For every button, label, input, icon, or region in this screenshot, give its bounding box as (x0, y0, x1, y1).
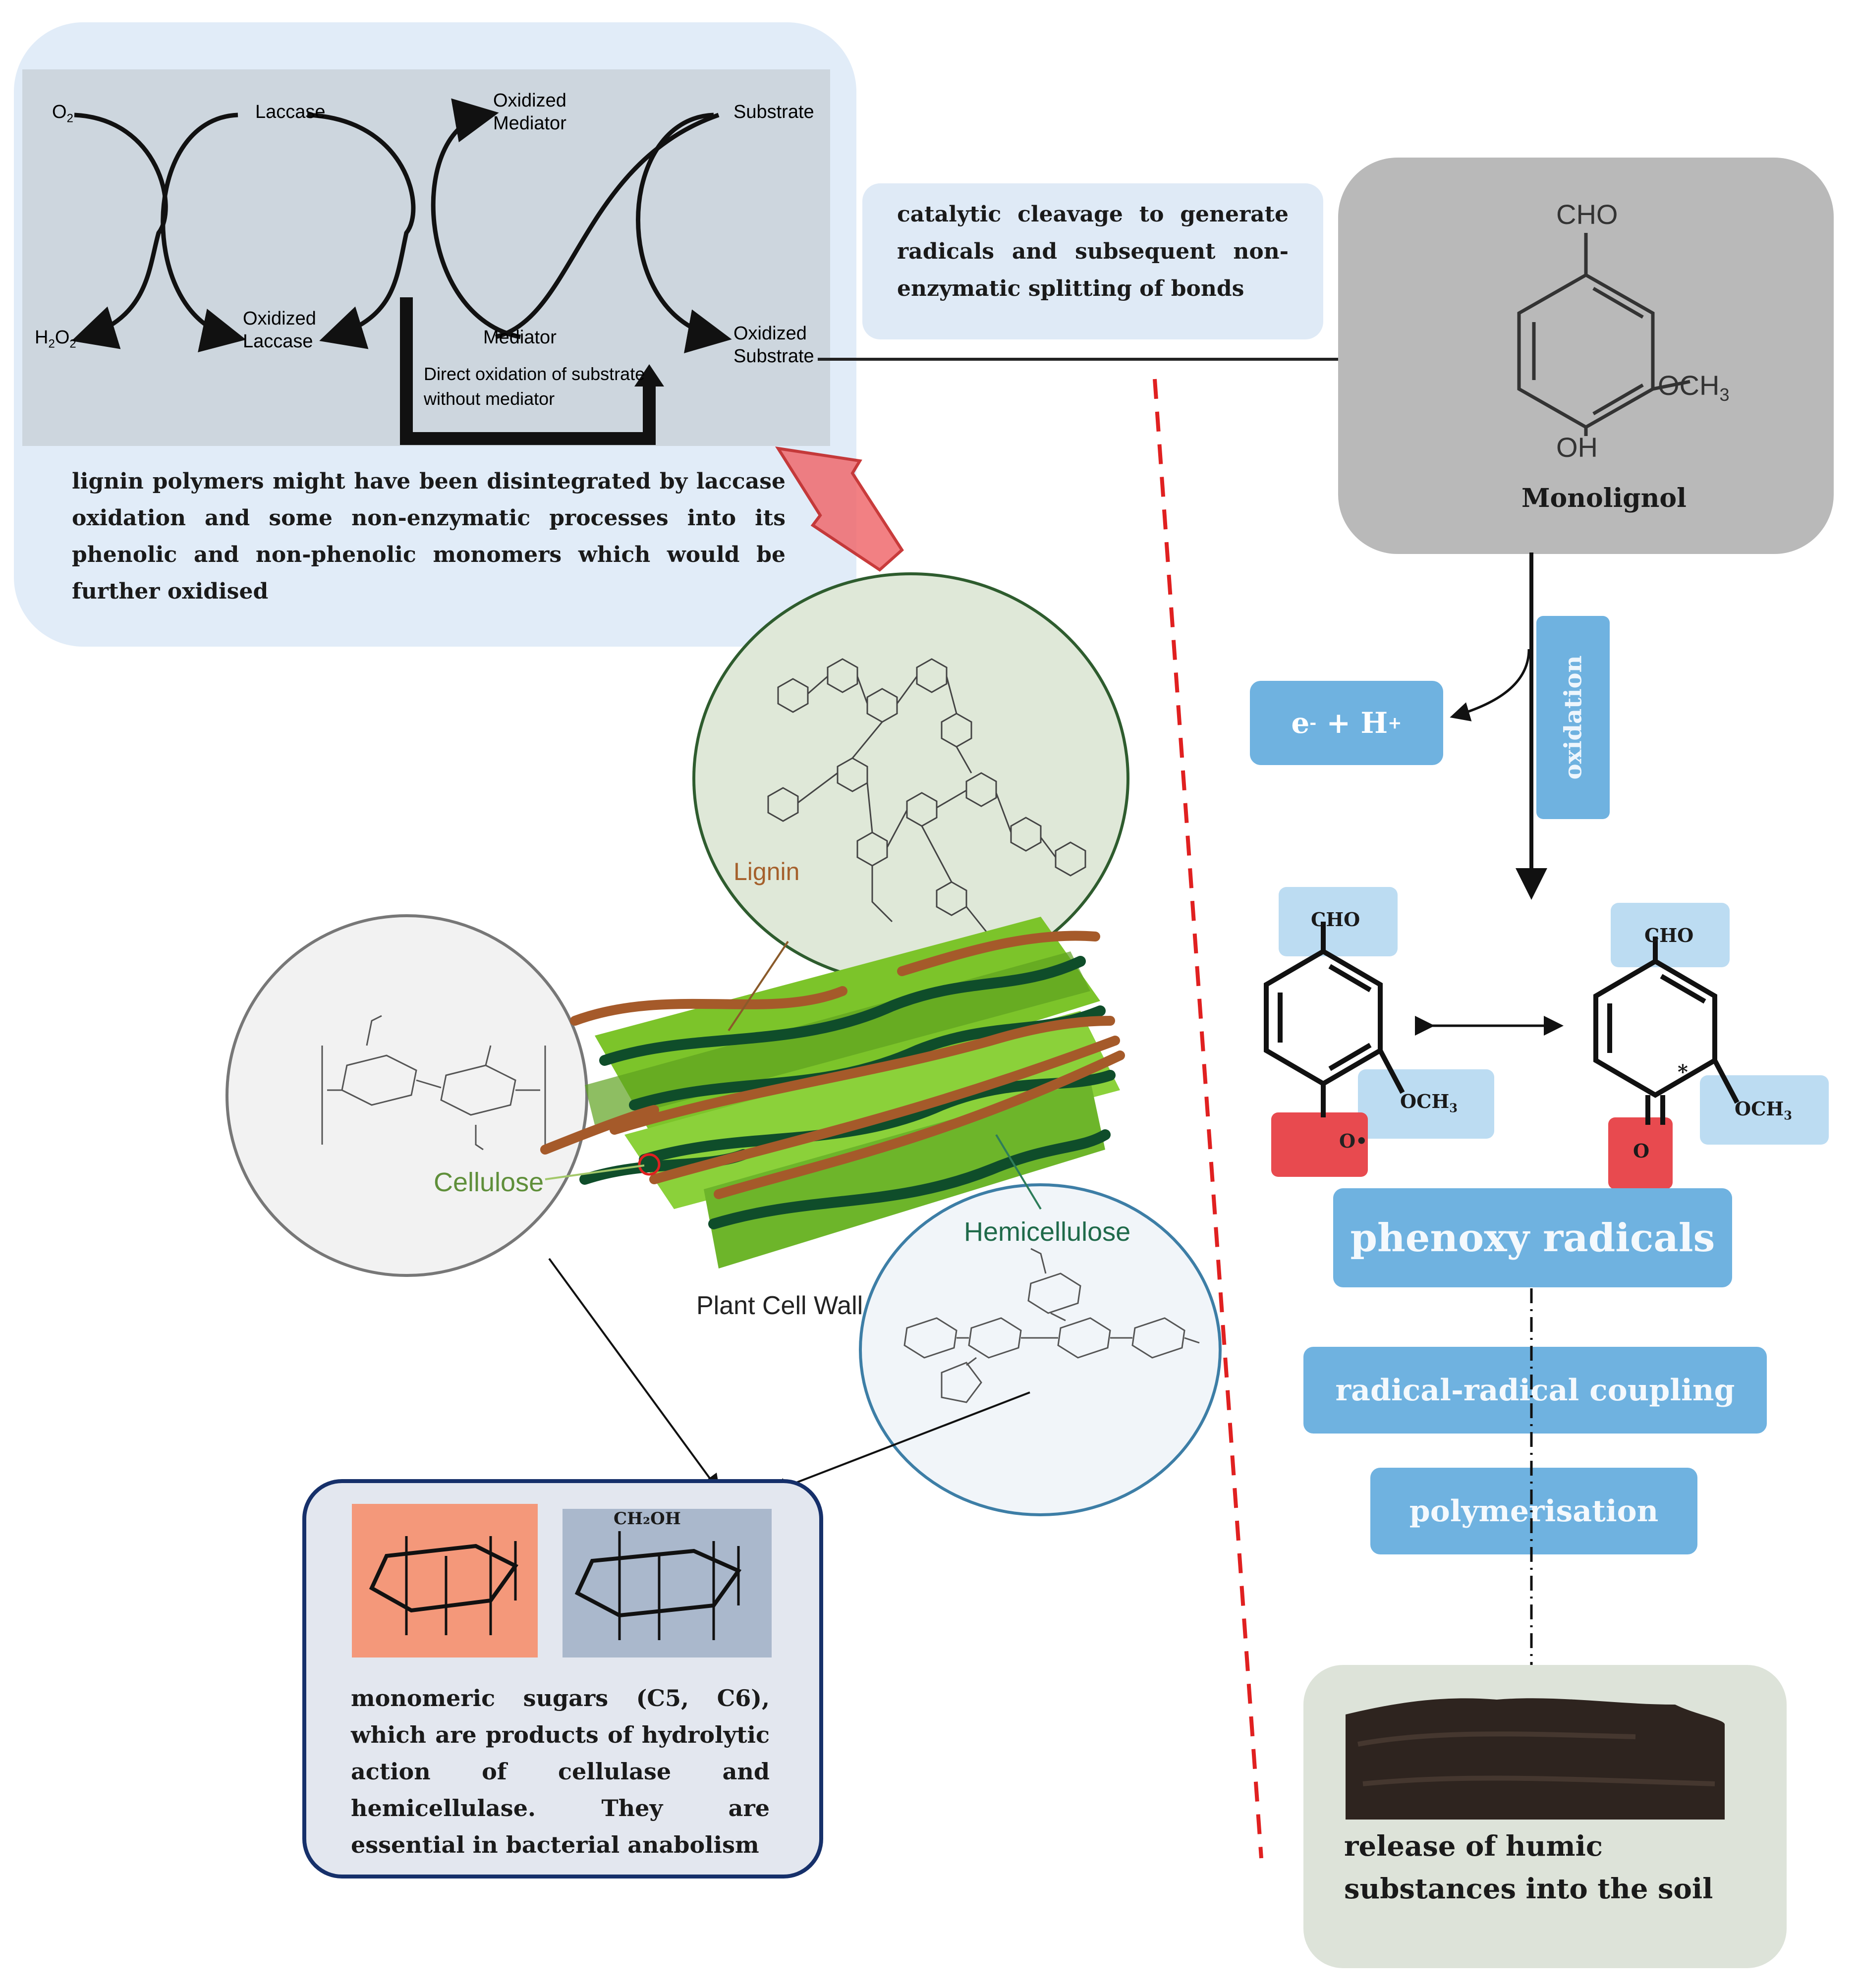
radical-right-o-box (1608, 1117, 1673, 1189)
polymerisation-box: polymerisation (1370, 1468, 1697, 1554)
radical-left-o-box (1271, 1112, 1368, 1177)
radical-right-cho-box (1611, 903, 1730, 967)
monolignol-oh: OH (1556, 432, 1598, 463)
laccase-cycle-diagram (22, 69, 830, 446)
monolignol-label: Monolignol (1521, 483, 1687, 513)
radical-left-och3-box (1358, 1069, 1494, 1139)
oxidation-label-box (1536, 616, 1610, 819)
phenoxy-radicals-box: phenoxy radicals (1333, 1188, 1732, 1287)
hemicellulose-label: Hemicellulose (964, 1217, 1131, 1247)
radical-left-o: O• (1339, 1130, 1368, 1152)
lignin-label: Lignin (733, 858, 800, 885)
radical-right-star: * (1678, 1060, 1688, 1084)
h2o2-label: H2O2 (35, 327, 76, 351)
sugars-caption: monomeric sugars (C5, C6), which are pro… (351, 1685, 770, 1858)
radical-right-och3: OCH3 (1735, 1098, 1792, 1123)
catalytic-box (862, 183, 1323, 339)
radical-right-och3-box (1700, 1075, 1829, 1145)
monolignol-box (1338, 158, 1834, 554)
hemicellulose-circle (859, 1183, 1222, 1516)
radical-right-o: O (1633, 1140, 1650, 1162)
lignin-caption: lignin polymers might have been disinteg… (72, 469, 786, 604)
glucose-gray-bg (563, 1509, 772, 1657)
cellulose-circle (225, 914, 588, 1277)
electron-proton-box: e- + H+ (1250, 681, 1443, 765)
radical-coupling-box: radical-radical coupling (1303, 1347, 1767, 1434)
radical-left-cho: CHO (1311, 908, 1360, 931)
laccase-label: Laccase (255, 102, 326, 122)
plant-cell-wall-label: Plant Cell Wall (696, 1291, 863, 1320)
radical-right-cho: CHO (1644, 924, 1694, 946)
humic-text: release of humic substances into the soi… (1344, 1830, 1713, 1905)
red-up-arrow (775, 446, 904, 572)
cellulose-label: Cellulose (434, 1167, 544, 1197)
catalytic-text: catalytic cleavage to generate radicals … (897, 202, 1289, 301)
o2-label: O2 (52, 102, 73, 125)
radical-left-cho-box (1279, 887, 1398, 956)
substrate-label: Substrate (733, 102, 814, 122)
radical-left-och3: OCH3 (1400, 1090, 1458, 1115)
lignin-circle (692, 572, 1129, 985)
mediator-label: Mediator (483, 327, 557, 348)
monolignol-cho: CHO (1556, 199, 1618, 230)
monolignol-och3: OCH3 (1658, 370, 1730, 405)
ch2oh-label: CH₂OH (614, 1509, 681, 1529)
